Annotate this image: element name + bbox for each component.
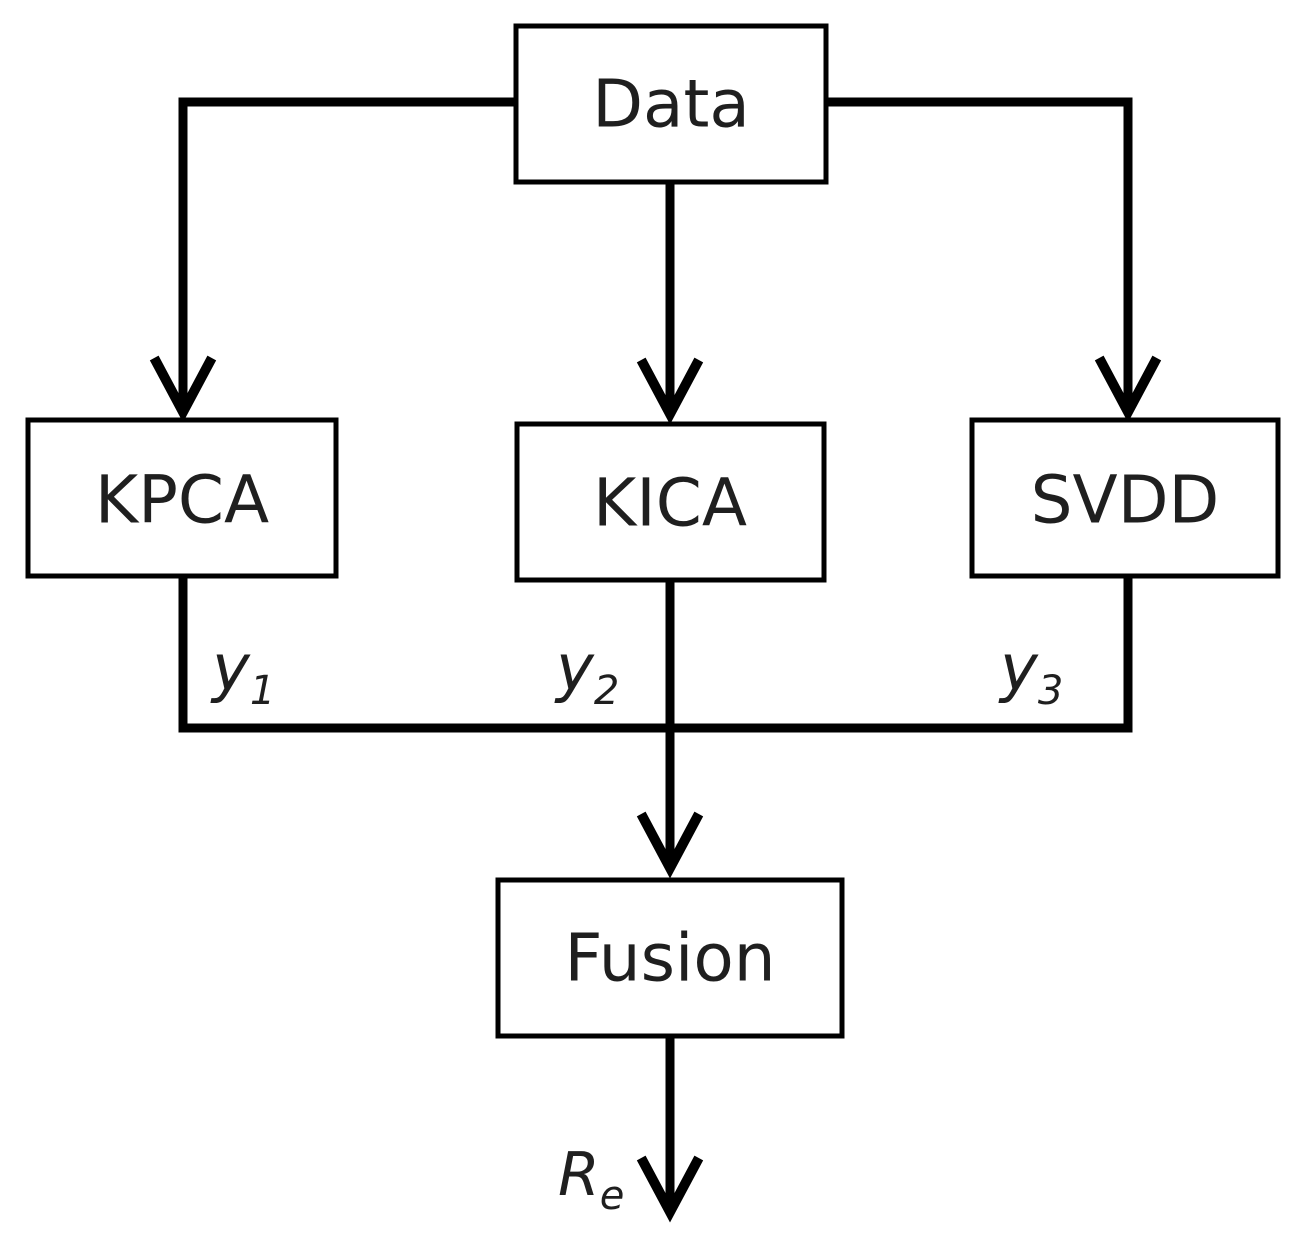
edge-label-y2-sub: 2 bbox=[594, 668, 619, 714]
edge-data-to-svdd bbox=[826, 97, 1162, 423]
node-kica-label: KICA bbox=[593, 465, 747, 542]
node-data: Data bbox=[513, 23, 829, 185]
edge-label-y3-base: y bbox=[998, 632, 1039, 706]
edge-label-re: Re bbox=[558, 1140, 624, 1219]
node-data-box bbox=[513, 23, 829, 185]
edge-label-y3-sub: 3 bbox=[1038, 668, 1063, 714]
edge-data-to-kpca bbox=[149, 97, 516, 423]
edge-svdd-to-merge bbox=[670, 578, 1133, 733]
edge-label-y1-sub: 1 bbox=[250, 668, 275, 714]
node-fusion-label: Fusion bbox=[564, 920, 775, 997]
edge-label-y1-base: y bbox=[210, 632, 251, 706]
node-fusion: Fusion bbox=[495, 877, 845, 1039]
edge-label-y1: y1 bbox=[210, 632, 275, 714]
edge-label-y3: y3 bbox=[998, 632, 1063, 714]
edge-label-re-sub: e bbox=[600, 1173, 625, 1219]
node-data-label: Data bbox=[592, 66, 750, 143]
node-kpca-label: KPCA bbox=[95, 462, 269, 539]
edge-label-y2-base: y bbox=[554, 632, 595, 706]
node-kica-box bbox=[514, 421, 827, 583]
node-svdd-box bbox=[969, 417, 1281, 579]
edge-label-y2: y2 bbox=[554, 632, 619, 714]
node-kpca-box bbox=[25, 417, 339, 579]
node-kica: KICA bbox=[514, 421, 827, 583]
node-svdd-label: SVDD bbox=[1031, 462, 1220, 539]
edge-label-re-base: R bbox=[558, 1140, 600, 1210]
node-svdd: SVDD bbox=[969, 417, 1281, 579]
node-kpca: KPCA bbox=[25, 417, 339, 579]
edge-kpca-to-merge bbox=[178, 578, 670, 733]
node-fusion-box bbox=[495, 877, 845, 1039]
